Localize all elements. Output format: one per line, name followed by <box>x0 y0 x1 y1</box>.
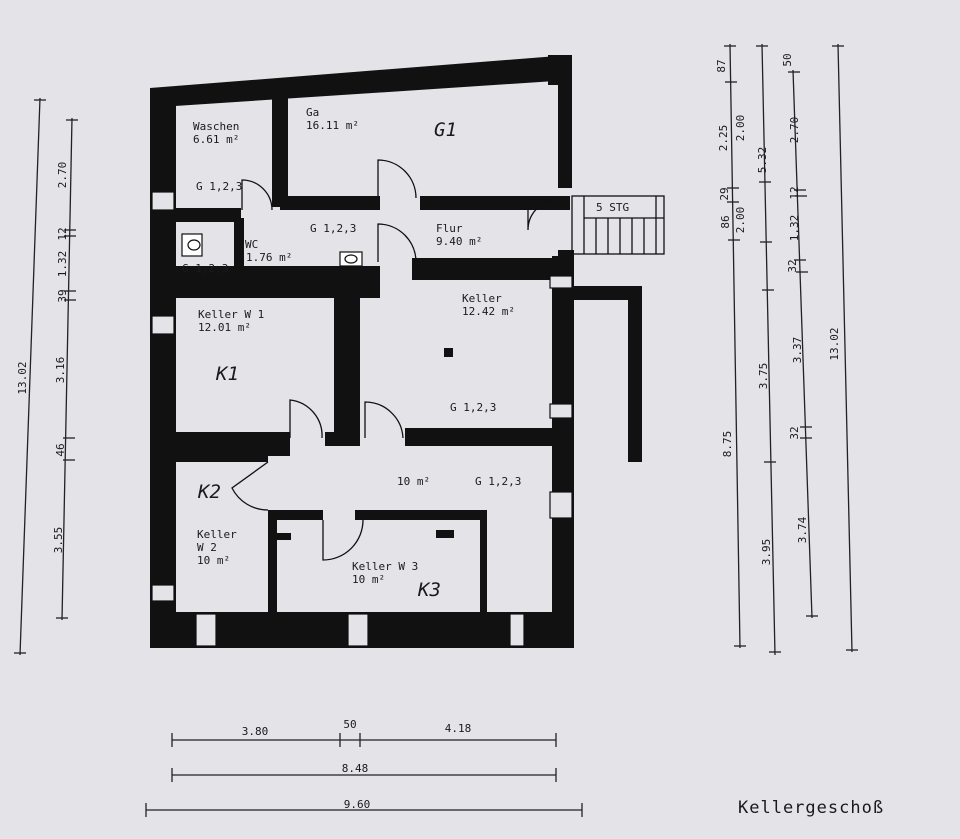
keller-w1-name: Keller W 1 <box>198 308 264 321</box>
bottom-seg-2: 50 <box>343 718 356 731</box>
right-d-2: 12 <box>788 186 801 199</box>
plan-title: Kellergeschoß <box>738 798 884 818</box>
right-a-5: 8.75 <box>721 431 734 458</box>
keller-w3-mark: K3 <box>417 579 441 601</box>
right-d-1: 2.70 <box>788 117 801 144</box>
vorraum-area: 10 m² <box>397 475 430 488</box>
radiator-left <box>277 533 291 540</box>
left-seg-1: 2.70 <box>56 162 69 189</box>
keller-mid-name: Keller <box>462 292 502 305</box>
keller-w2-name2: W 2 <box>197 541 217 554</box>
left-seg-4: 39 <box>56 289 69 302</box>
right-d-3: 1.32 <box>788 215 801 242</box>
bottom-total-outer: 9.60 <box>344 798 371 811</box>
left-seg-7: 3.55 <box>52 527 65 554</box>
right-a-3: 29 <box>718 187 731 200</box>
right-b-4: 3.95 <box>760 539 773 566</box>
waschen-code: G 1,2,3 <box>196 180 242 193</box>
wc-name: WC <box>245 238 258 251</box>
ga-area: 16.11 m² <box>306 119 359 132</box>
bottom-dimensions: 3.80 50 4.18 8.48 9.60 <box>145 718 583 817</box>
room-labels: Waschen 6.61 m² G 1,2,3 Ga 16.11 m² G1 W… <box>182 106 629 601</box>
vorraum-code: G 1,2,3 <box>475 475 521 488</box>
keller-mid-area: 12.42 m² <box>462 305 515 318</box>
keller-w1-mark: K1 <box>215 363 239 385</box>
left-seg-5: 3.16 <box>54 357 67 384</box>
bottom-seg-3: 4.18 <box>445 722 472 735</box>
ga-name: Ga <box>306 106 319 119</box>
keller-w3-area: 10 m² <box>352 573 385 586</box>
wc-code: G 1,2,3 <box>182 262 228 275</box>
flur-name: Flur <box>436 222 463 235</box>
keller-w1-area: 12.01 m² <box>198 321 251 334</box>
right-c-2: 5.32 <box>756 147 769 174</box>
keller-mid-code: G 1,2,3 <box>450 401 496 414</box>
door-swings <box>231 159 556 561</box>
right-b-1: 2.00 <box>734 115 747 142</box>
left-seg-2: 12 <box>56 227 69 240</box>
radiator-right <box>436 530 454 538</box>
left-seg-6: 46 <box>54 443 67 456</box>
right-a-4: 86 <box>719 215 732 228</box>
right-a-1: 87 <box>715 59 728 72</box>
stair-label: 5 STG <box>596 201 629 214</box>
bottom-seg-1: 3.80 <box>242 725 269 738</box>
right-b-2: 2.00 <box>734 207 747 234</box>
toilet-icon <box>181 233 203 257</box>
left-dimensions: 13.02 2.70 12 1.32 39 3.16 46 3.55 <box>14 97 78 656</box>
keller-w3-name: Keller W 3 <box>352 560 418 573</box>
ga-mark: G1 <box>434 119 457 141</box>
keller-w2-area: 10 m² <box>197 554 230 567</box>
waschen-area: 6.61 m² <box>193 133 239 146</box>
column-marker <box>444 348 453 357</box>
wall-openings <box>151 191 573 647</box>
right-b-3: 3.75 <box>757 363 770 390</box>
keller-w2-name: Keller <box>197 528 237 541</box>
left-seg-3: 1.32 <box>56 251 69 278</box>
wc-area: 1.76 m² <box>246 251 292 264</box>
right-d-6: 3.74 <box>796 516 809 543</box>
waschen-name: Waschen <box>193 120 239 133</box>
staircase <box>571 195 665 255</box>
plan-walls <box>150 55 642 648</box>
flur-code: G 1,2,3 <box>310 222 356 235</box>
right-c-1: 50 <box>781 53 794 66</box>
sink-icon <box>339 251 363 267</box>
right-c-3: 32 <box>786 259 799 272</box>
right-a-2: 2.25 <box>717 125 730 152</box>
keller-w2-mark: K2 <box>197 481 221 503</box>
left-total: 13.02 <box>16 361 29 394</box>
right-total: 13.02 <box>828 327 841 360</box>
flur-area: 9.40 m² <box>436 235 482 248</box>
bottom-total-inner: 8.48 <box>342 762 369 775</box>
right-dimensions: 87 2.25 29 86 8.75 2.00 2.00 3.75 3.95 5… <box>715 43 858 656</box>
right-c-4: 32 <box>788 426 801 439</box>
right-d-4: 3.37 <box>791 337 804 364</box>
